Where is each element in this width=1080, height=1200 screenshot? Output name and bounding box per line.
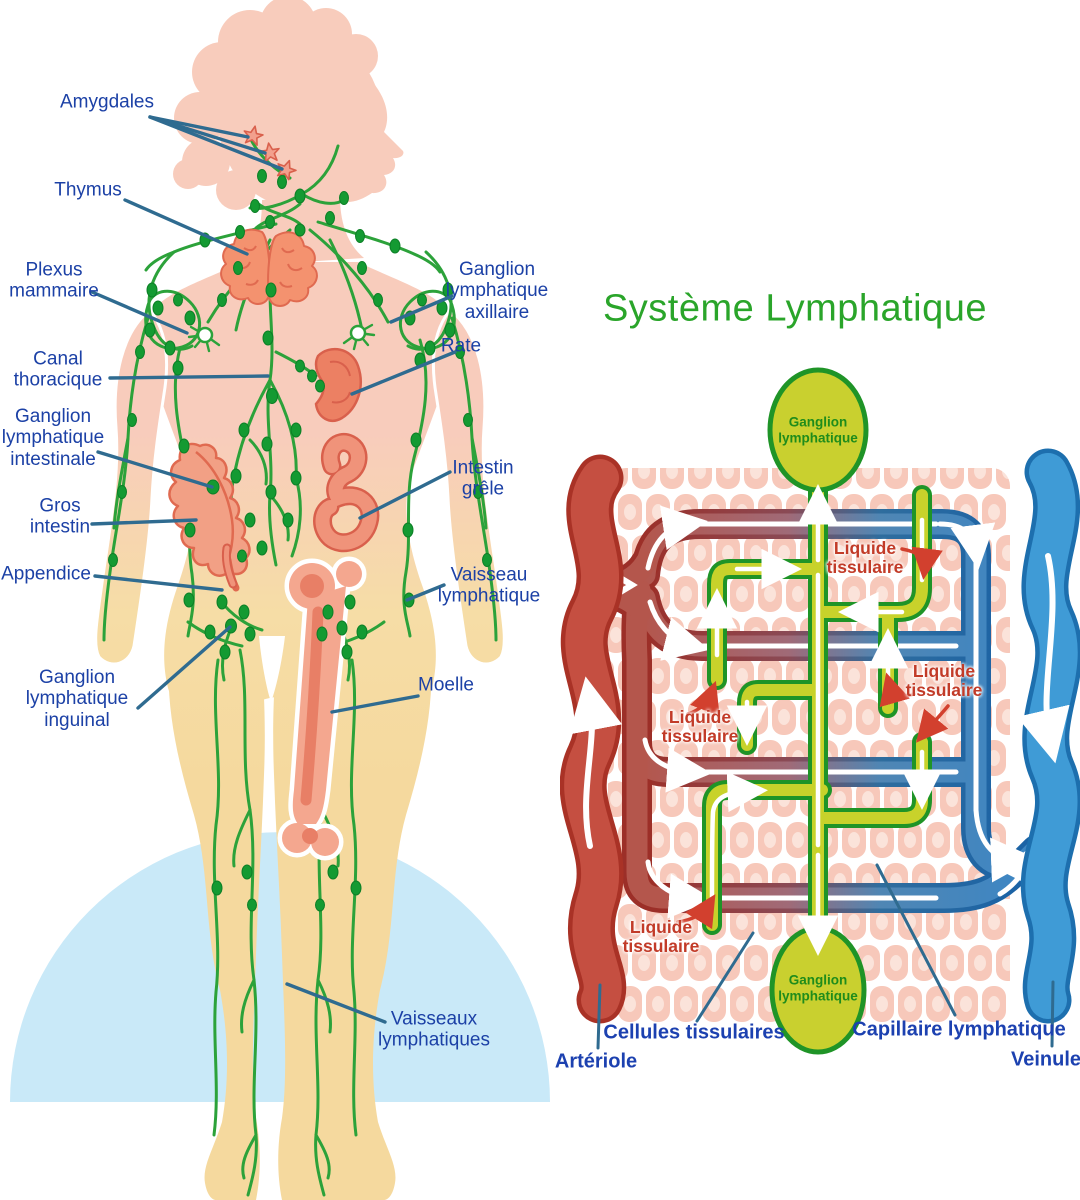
- main-vessel-arrows: [569, 553, 1070, 849]
- crotch-gap: [259, 636, 285, 702]
- label-appendice: Appendice: [1, 563, 91, 585]
- tonsil-stars: [243, 125, 297, 181]
- label-liquide-tissulaire-3: Liquide tissulaire: [661, 706, 739, 746]
- breast-plexus-left: [196, 326, 214, 344]
- spleen-organ: [314, 347, 362, 422]
- label-thymus: Thymus: [54, 179, 122, 201]
- label-ganglion-bottom: Ganglion lymphatique: [778, 972, 858, 1003]
- label-amygdales: Amygdales: [60, 91, 154, 113]
- tissue-fluid-arrows: [676, 546, 950, 930]
- label-rate: Rate: [440, 335, 482, 357]
- label-veinule: Veinule: [1010, 1048, 1080, 1071]
- leader-lines-diagram: [596, 863, 1055, 1050]
- diagram-title: Système Lymphatique: [602, 287, 988, 330]
- label-gros-intestin: Gros intestin: [29, 495, 91, 538]
- label-liquide-tissulaire-2: Liquide tissulaire: [905, 660, 983, 700]
- leader-lines-body: [90, 115, 457, 1024]
- label-capillaire-lymphatique: Capillaire lymphatique: [852, 1018, 1066, 1041]
- label-moelle: Moelle: [418, 674, 474, 696]
- label-liquide-tissulaire-4: Liquide tissulaire: [622, 916, 700, 956]
- label-ganglion-lymphatique-intestinale: Ganglion lymphatique intestinale: [1, 405, 105, 470]
- label-ganglion-lymphatique-axillaire: Ganglion lymphatique axillaire: [445, 258, 549, 323]
- label-arteriole: Artériole: [554, 1050, 638, 1073]
- blue-dome-background: [10, 832, 550, 1102]
- label-cellules-tissulaires: Cellules tissulaires: [603, 1021, 785, 1044]
- label-plexus-mammaire: Plexus mammaire: [9, 259, 99, 302]
- lymph-vessel-network: [102, 136, 498, 1197]
- appendix-organ: [221, 543, 238, 589]
- breast-plexus-right: [349, 324, 367, 342]
- label-ganglion-top: Ganglion lymphatique: [778, 414, 858, 445]
- label-liquide-tissulaire-1: Liquide tissulaire: [826, 537, 904, 577]
- femur-bone: [277, 556, 367, 861]
- capillary-diagram-svg: [560, 367, 1080, 1055]
- body-figure-svg: [10, 0, 550, 1200]
- label-intestin-grele: Intestin grêle: [452, 457, 514, 500]
- label-vaisseau-lymphatique: Vaisseau lymphatique: [437, 564, 541, 607]
- label-vaisseaux-lymphatiques: Vaisseaux lymphatiques: [378, 1008, 490, 1051]
- small-intestine-organ: [313, 433, 380, 553]
- label-ganglion-lymphatique-inguinal: Ganglion lymphatique inguinal: [25, 666, 129, 731]
- lymph-nodes: [108, 169, 492, 912]
- label-canal-thoracique: Canal thoracique: [13, 348, 103, 391]
- lymph-flow-arrows: [696, 517, 943, 901]
